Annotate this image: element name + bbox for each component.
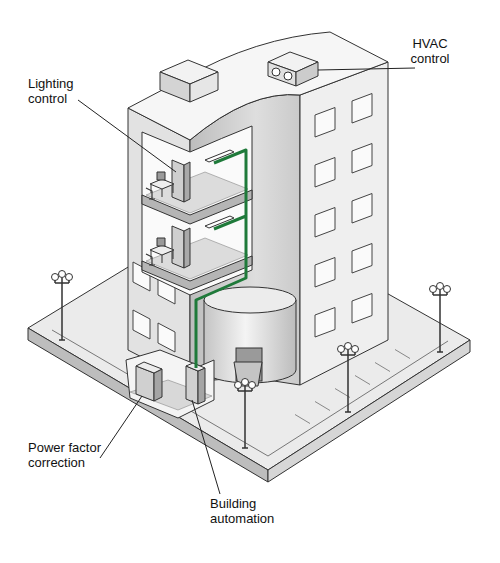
hvac-fan bbox=[284, 72, 292, 80]
automation-cabinet bbox=[198, 368, 205, 404]
pfc-cabinet bbox=[154, 369, 162, 401]
lamp-globe bbox=[444, 286, 451, 293]
lamp-globe bbox=[52, 274, 59, 281]
penthouse-side bbox=[190, 72, 218, 102]
lamp-post bbox=[430, 283, 451, 353]
hvac-fan bbox=[272, 68, 280, 76]
building-roof bbox=[128, 32, 388, 140]
automation-cabinet bbox=[186, 366, 198, 404]
cutaway bbox=[142, 126, 252, 295]
lamp-globe bbox=[345, 343, 352, 350]
callout-label: HVAC control bbox=[400, 36, 460, 66]
leader-line bbox=[318, 68, 415, 70]
lamp-pole bbox=[238, 386, 252, 448]
computer bbox=[157, 172, 165, 246]
callout-label: Building automation bbox=[210, 496, 290, 526]
lamp-pole bbox=[433, 290, 447, 352]
leader-line bbox=[78, 100, 176, 172]
hvac-unit-face bbox=[296, 62, 318, 86]
leader-line bbox=[192, 400, 220, 494]
lamp-post bbox=[52, 271, 73, 341]
lamp-globe bbox=[437, 283, 444, 290]
window bbox=[315, 94, 372, 338]
floor-slab bbox=[142, 256, 252, 290]
pfc-cabinet bbox=[136, 362, 162, 373]
lamp-globe bbox=[59, 271, 66, 278]
hvac-unit-face bbox=[268, 62, 296, 86]
building-right-face bbox=[300, 62, 388, 385]
lighting-panel-side bbox=[184, 162, 190, 268]
basement-cutaway bbox=[126, 350, 214, 418]
chair bbox=[146, 188, 155, 265]
lamp-globe bbox=[249, 382, 256, 389]
lamp-pole bbox=[341, 350, 355, 412]
green-conduit bbox=[196, 150, 246, 368]
desk-legs bbox=[151, 185, 173, 263]
callout-label: Power factor correction bbox=[28, 440, 114, 470]
lamp-globe bbox=[242, 379, 249, 386]
callout-label: Lighting control bbox=[28, 76, 90, 106]
lamp-globe bbox=[430, 286, 437, 293]
leader-line bbox=[100, 396, 142, 458]
lamp-globe bbox=[352, 346, 359, 353]
sidewalk-line bbox=[52, 330, 448, 456]
lamp-post bbox=[235, 379, 256, 449]
penthouse-side bbox=[160, 72, 190, 102]
lamp-globe bbox=[235, 382, 242, 389]
lamp-globe bbox=[66, 274, 73, 281]
lamp-post bbox=[338, 343, 359, 413]
lamp-globe bbox=[338, 346, 345, 353]
lamp-pole bbox=[55, 278, 69, 340]
lighting-panel bbox=[172, 160, 184, 268]
